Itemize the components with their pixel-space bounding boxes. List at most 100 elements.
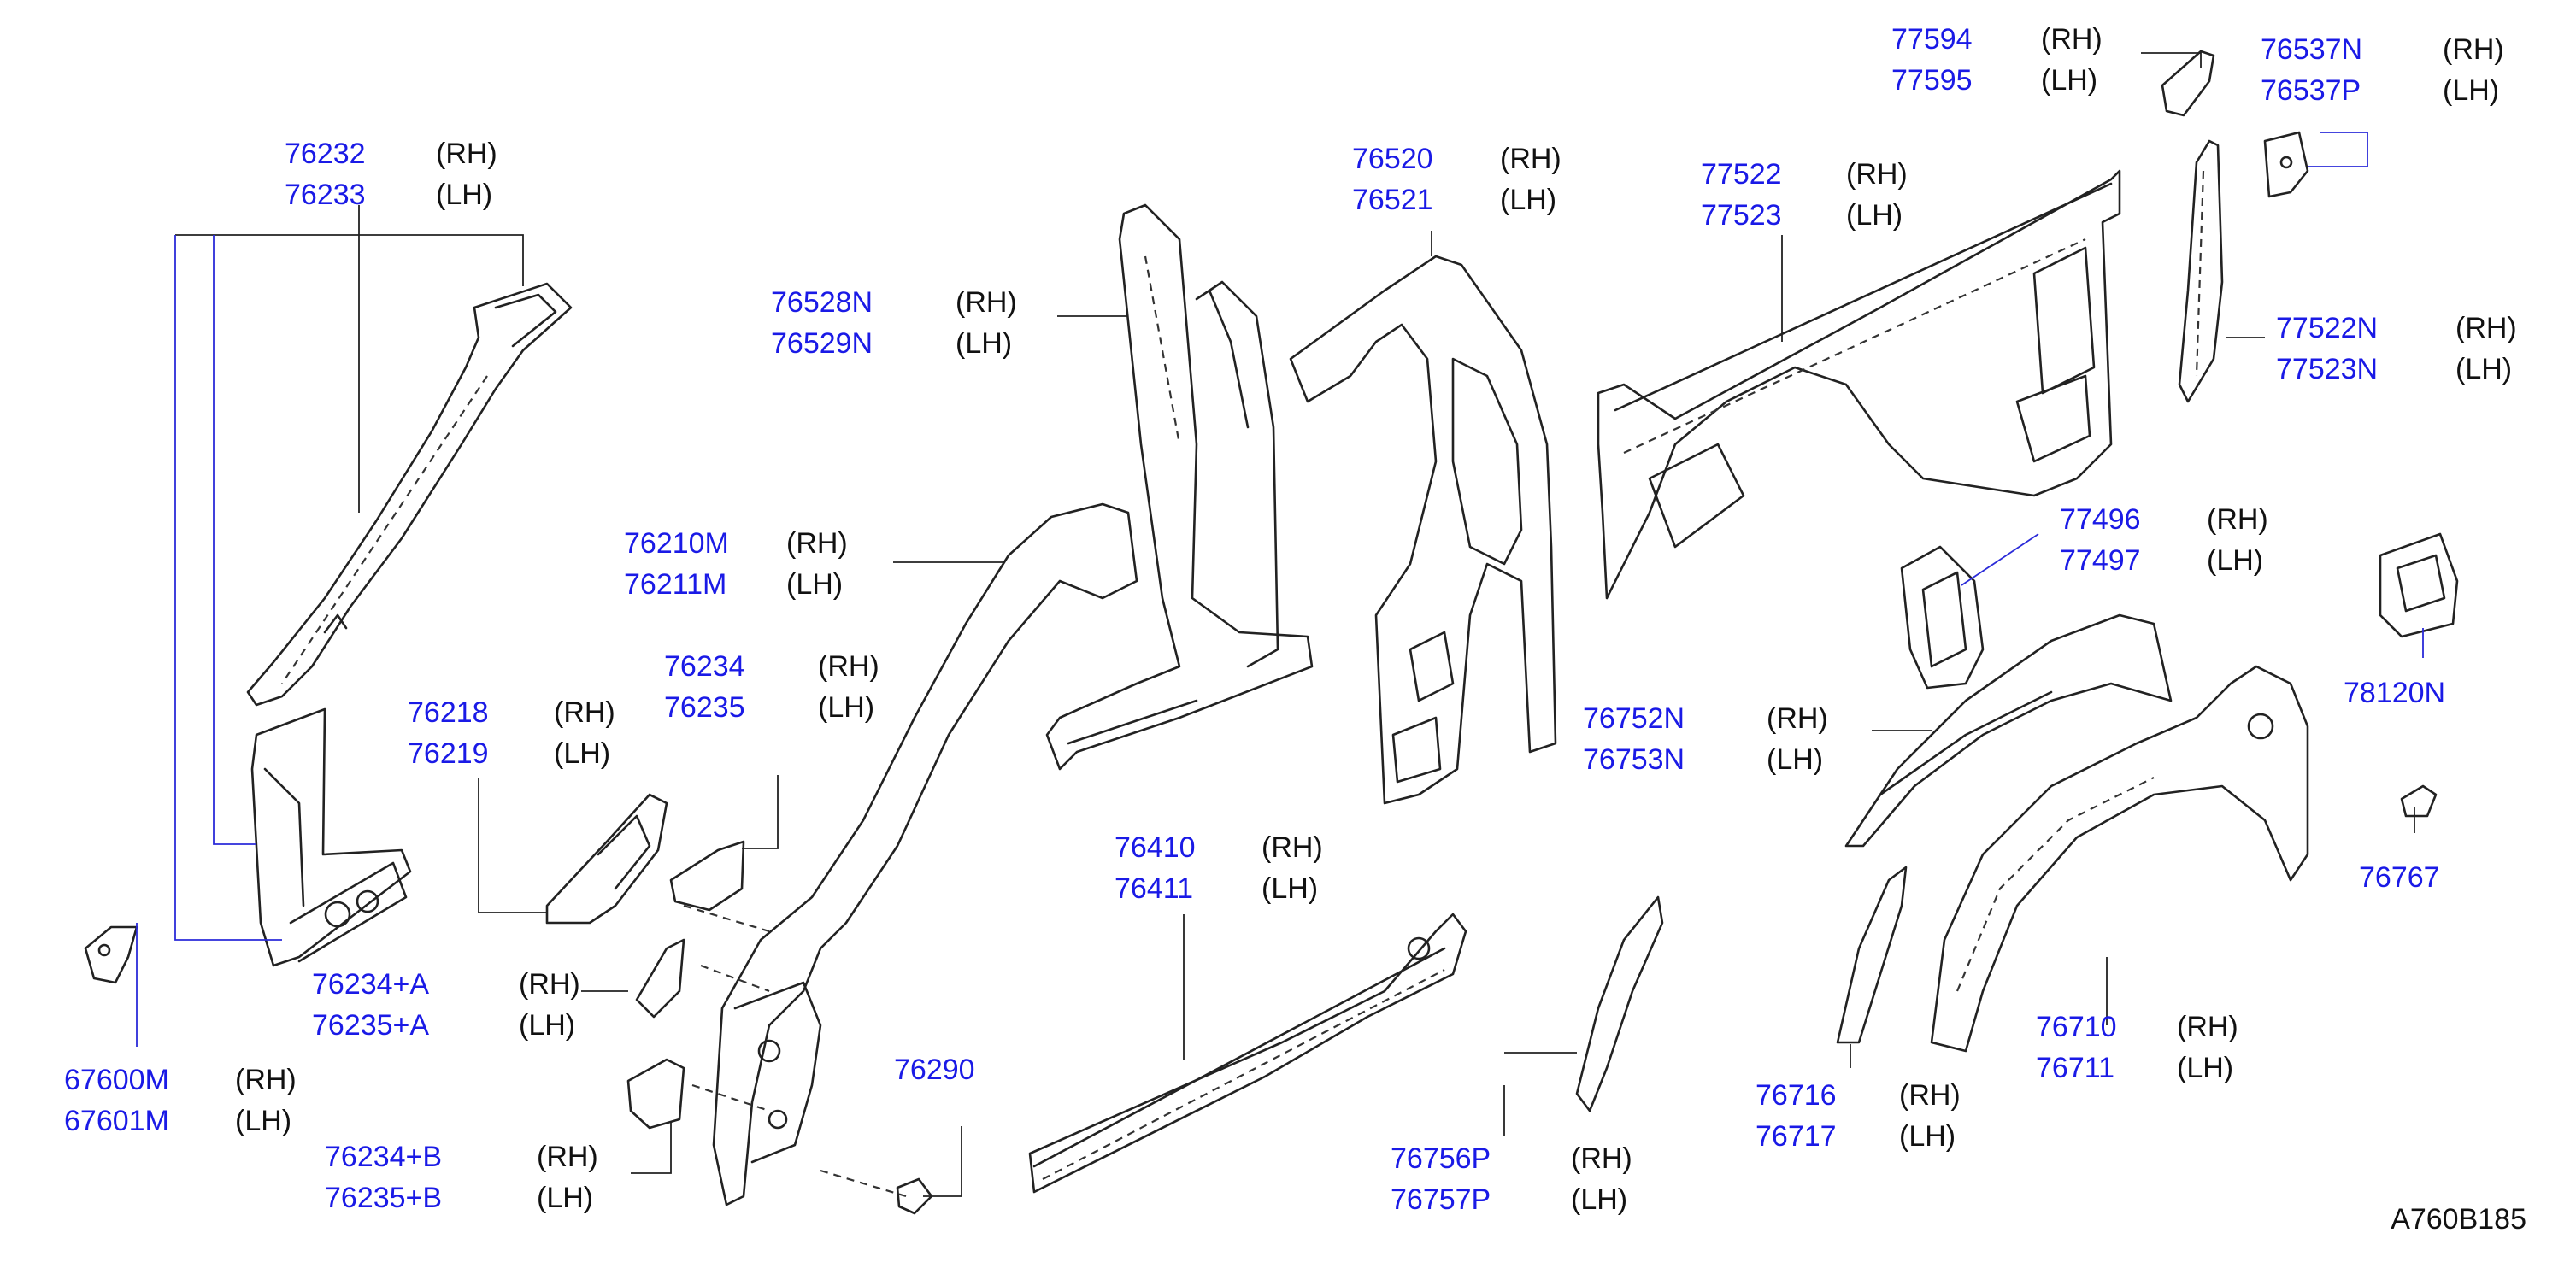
part-clip-76290[interactable] xyxy=(896,1177,933,1215)
side-label-rh: (RH) xyxy=(818,650,879,683)
side-label-rh: (RH) xyxy=(554,696,615,729)
side-label-rh: (RH) xyxy=(956,286,1017,319)
side-label-lh: (LH) xyxy=(537,1182,594,1214)
part-bracket-77594[interactable] xyxy=(2161,50,2215,117)
part-number-77496[interactable]: 77496 xyxy=(2060,503,2141,536)
part-number-76537n[interactable]: 76537N xyxy=(2261,33,2363,66)
part-grommet-78120n[interactable] xyxy=(2379,532,2459,638)
part-wheelhouse-outer-76710[interactable] xyxy=(1930,665,2309,1053)
part-number-67601m[interactable]: 67601M xyxy=(64,1105,169,1137)
part-number-76234[interactable]: 76234 xyxy=(664,650,745,683)
part-number-77594[interactable]: 77594 xyxy=(1891,23,1973,56)
part-number-76218[interactable]: 76218 xyxy=(408,696,489,729)
part-number-76211m[interactable]: 76211M xyxy=(624,568,727,601)
part-number-77595[interactable]: 77595 xyxy=(1891,64,1973,97)
side-label-lh: (LH) xyxy=(1899,1120,1956,1153)
side-label-rh: (RH) xyxy=(2041,23,2103,56)
part-bracket-76234[interactable] xyxy=(669,840,770,933)
part-bracket-76537n[interactable] xyxy=(2263,131,2309,198)
part-front-pillar-76210m[interactable] xyxy=(691,502,1138,1206)
part-number-76232[interactable]: 76232 xyxy=(285,138,366,170)
part-a-pillar-upper[interactable] xyxy=(246,282,573,707)
part-bracket-77496[interactable] xyxy=(1900,545,1985,690)
side-label-rh: (RH) xyxy=(537,1141,598,1173)
part-side-sill-76410[interactable] xyxy=(1028,913,1467,1194)
part-clip-76767[interactable] xyxy=(2400,784,2438,818)
side-label-rh: (RH) xyxy=(235,1064,297,1096)
side-label-rh: (RH) xyxy=(1899,1079,1961,1112)
part-number-77522n[interactable]: 77522N xyxy=(2276,312,2379,344)
part-number-76290[interactable]: 76290 xyxy=(894,1054,975,1086)
part-bracket-76234a[interactable] xyxy=(635,938,685,1019)
side-label-lh: (LH) xyxy=(2177,1052,2234,1084)
side-label-lh: (LH) xyxy=(519,1009,576,1042)
part-a-pillar-lower[interactable] xyxy=(250,707,412,967)
part-inner-panel-77522n[interactable] xyxy=(2178,139,2224,403)
side-label-rh: (RH) xyxy=(2455,312,2517,344)
part-number-76219[interactable]: 76219 xyxy=(408,737,489,770)
side-label-lh: (LH) xyxy=(956,327,1013,360)
diagram-code: A760B185 xyxy=(2391,1203,2526,1236)
part-number-78120n[interactable]: 78120N xyxy=(2344,677,2446,709)
part-number-77523n[interactable]: 77523N xyxy=(2276,353,2379,385)
side-label-lh: (LH) xyxy=(2443,74,2500,107)
part-center-pillar-76528n[interactable] xyxy=(1045,203,1314,771)
part-number-76757p[interactable]: 76757P xyxy=(1391,1183,1491,1216)
part-rear-body-77522[interactable] xyxy=(1597,169,2121,600)
part-number-77522[interactable]: 77522 xyxy=(1701,158,1782,191)
part-number-76529n[interactable]: 76529N xyxy=(771,327,873,360)
part-number-76210m[interactable]: 76210M xyxy=(624,527,729,560)
part-number-76717[interactable]: 76717 xyxy=(1756,1120,1837,1153)
side-label-rh: (RH) xyxy=(1500,143,1561,175)
part-number-76234a[interactable]: 76234+A xyxy=(312,968,430,1001)
part-extension-76716[interactable] xyxy=(1836,866,1908,1044)
side-label-lh: (LH) xyxy=(2041,64,2098,97)
part-reinforcement-76218[interactable] xyxy=(545,793,668,925)
part-number-76537p[interactable]: 76537P xyxy=(2261,74,2361,107)
side-label-lh: (LH) xyxy=(436,179,493,211)
part-number-76235a[interactable]: 76235+A xyxy=(312,1009,430,1042)
part-number-76411[interactable]: 76411 xyxy=(1115,872,1194,905)
part-center-pillar-76520[interactable] xyxy=(1289,255,1557,805)
side-label-lh: (LH) xyxy=(1846,199,1903,232)
side-label-rh: (RH) xyxy=(1846,158,1908,191)
side-label-rh: (RH) xyxy=(2207,503,2268,536)
part-number-76710[interactable]: 76710 xyxy=(2036,1011,2117,1043)
part-number-76234b[interactable]: 76234+B xyxy=(325,1141,443,1173)
part-number-76767[interactable]: 76767 xyxy=(2359,861,2440,894)
part-wheelhouse-inner-76752n[interactable] xyxy=(1844,613,2173,848)
part-number-76711[interactable]: 76711 xyxy=(2036,1052,2115,1084)
side-label-lh: (LH) xyxy=(554,737,611,770)
leader-lines xyxy=(136,52,2424,1197)
part-bracket-67600m[interactable] xyxy=(84,925,138,984)
part-number-76235[interactable]: 76235 xyxy=(664,691,745,724)
part-number-77497[interactable]: 77497 xyxy=(2060,544,2141,577)
part-number-76233[interactable]: 76233 xyxy=(285,179,366,211)
side-label-lh: (LH) xyxy=(818,691,875,724)
side-label-rh: (RH) xyxy=(1262,831,1323,864)
side-label-rh: (RH) xyxy=(519,968,580,1001)
part-number-67600m[interactable]: 67600M xyxy=(64,1064,169,1096)
side-label-rh: (RH) xyxy=(436,138,497,170)
part-number-76528n[interactable]: 76528N xyxy=(771,286,873,319)
part-number-76235b[interactable]: 76235+B xyxy=(325,1182,443,1214)
part-number-76521[interactable]: 76521 xyxy=(1352,184,1433,216)
part-number-76756p[interactable]: 76756P xyxy=(1391,1142,1491,1175)
part-bracket-76234b[interactable] xyxy=(626,1058,685,1130)
side-label-rh: (RH) xyxy=(1571,1142,1632,1175)
side-label-lh: (LH) xyxy=(2207,544,2264,577)
part-number-76520[interactable]: 76520 xyxy=(1352,143,1433,175)
part-panel-76756p[interactable] xyxy=(1575,895,1664,1112)
part-number-76752n[interactable]: 76752N xyxy=(1583,702,1685,735)
side-label-rh: (RH) xyxy=(786,527,848,560)
side-label-lh: (LH) xyxy=(1767,743,1824,776)
side-label-rh: (RH) xyxy=(2177,1011,2238,1043)
part-number-76410[interactable]: 76410 xyxy=(1115,831,1196,864)
part-number-76716[interactable]: 76716 xyxy=(1756,1079,1837,1112)
side-label-lh: (LH) xyxy=(786,568,844,601)
side-label-lh: (LH) xyxy=(1262,872,1319,905)
side-label-rh: (RH) xyxy=(2443,33,2504,66)
part-number-76753n[interactable]: 76753N xyxy=(1583,743,1685,776)
part-number-77523[interactable]: 77523 xyxy=(1701,199,1782,232)
side-label-lh: (LH) xyxy=(2455,353,2513,385)
